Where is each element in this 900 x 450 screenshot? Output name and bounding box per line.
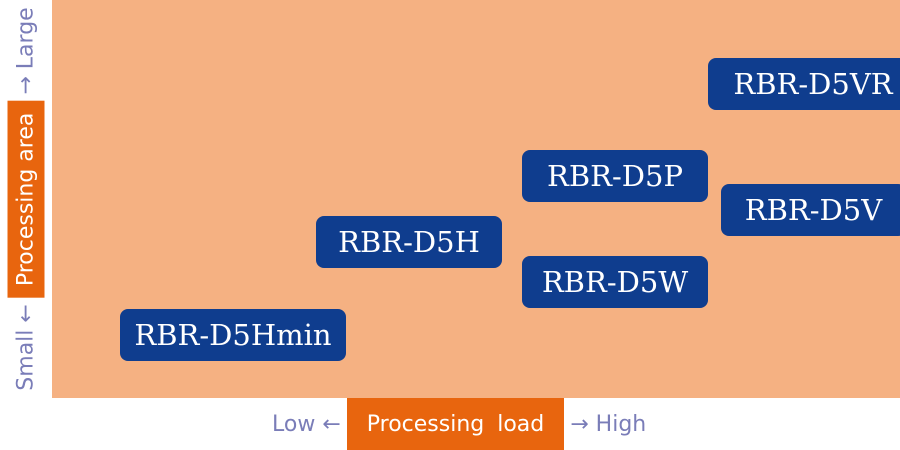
product-rbr-d5h: RBR-D5H — [316, 216, 502, 268]
product-rbr-d5vr: RBR-D5VR — [708, 58, 900, 110]
y-axis-title: Processing area — [7, 100, 45, 299]
x-axis-low-label: Low ← — [272, 411, 341, 437]
y-axis-high-label: → Large — [13, 7, 39, 95]
y-axis-label-group: Small ← Processing area → Large — [7, 3, 45, 394]
product-rbr-d5hmin: RBR-D5Hmin — [120, 309, 346, 361]
plot-area: RBR-D5VR RBR-D5P RBR-D5V RBR-D5H RBR-D5W… — [52, 0, 900, 398]
y-axis: Small ← Processing area → Large — [0, 0, 52, 398]
x-axis: Low ← Processing load → High — [52, 398, 900, 450]
product-rbr-d5w: RBR-D5W — [522, 256, 708, 308]
x-axis-title: Processing load — [346, 398, 565, 450]
y-axis-low-label: Small ← — [13, 304, 39, 391]
x-axis-high-label: → High — [570, 411, 647, 437]
product-rbr-d5p: RBR-D5P — [522, 150, 708, 202]
product-rbr-d5v: RBR-D5V — [721, 184, 900, 236]
x-axis-label-group: Low ← Processing load → High — [266, 398, 652, 450]
